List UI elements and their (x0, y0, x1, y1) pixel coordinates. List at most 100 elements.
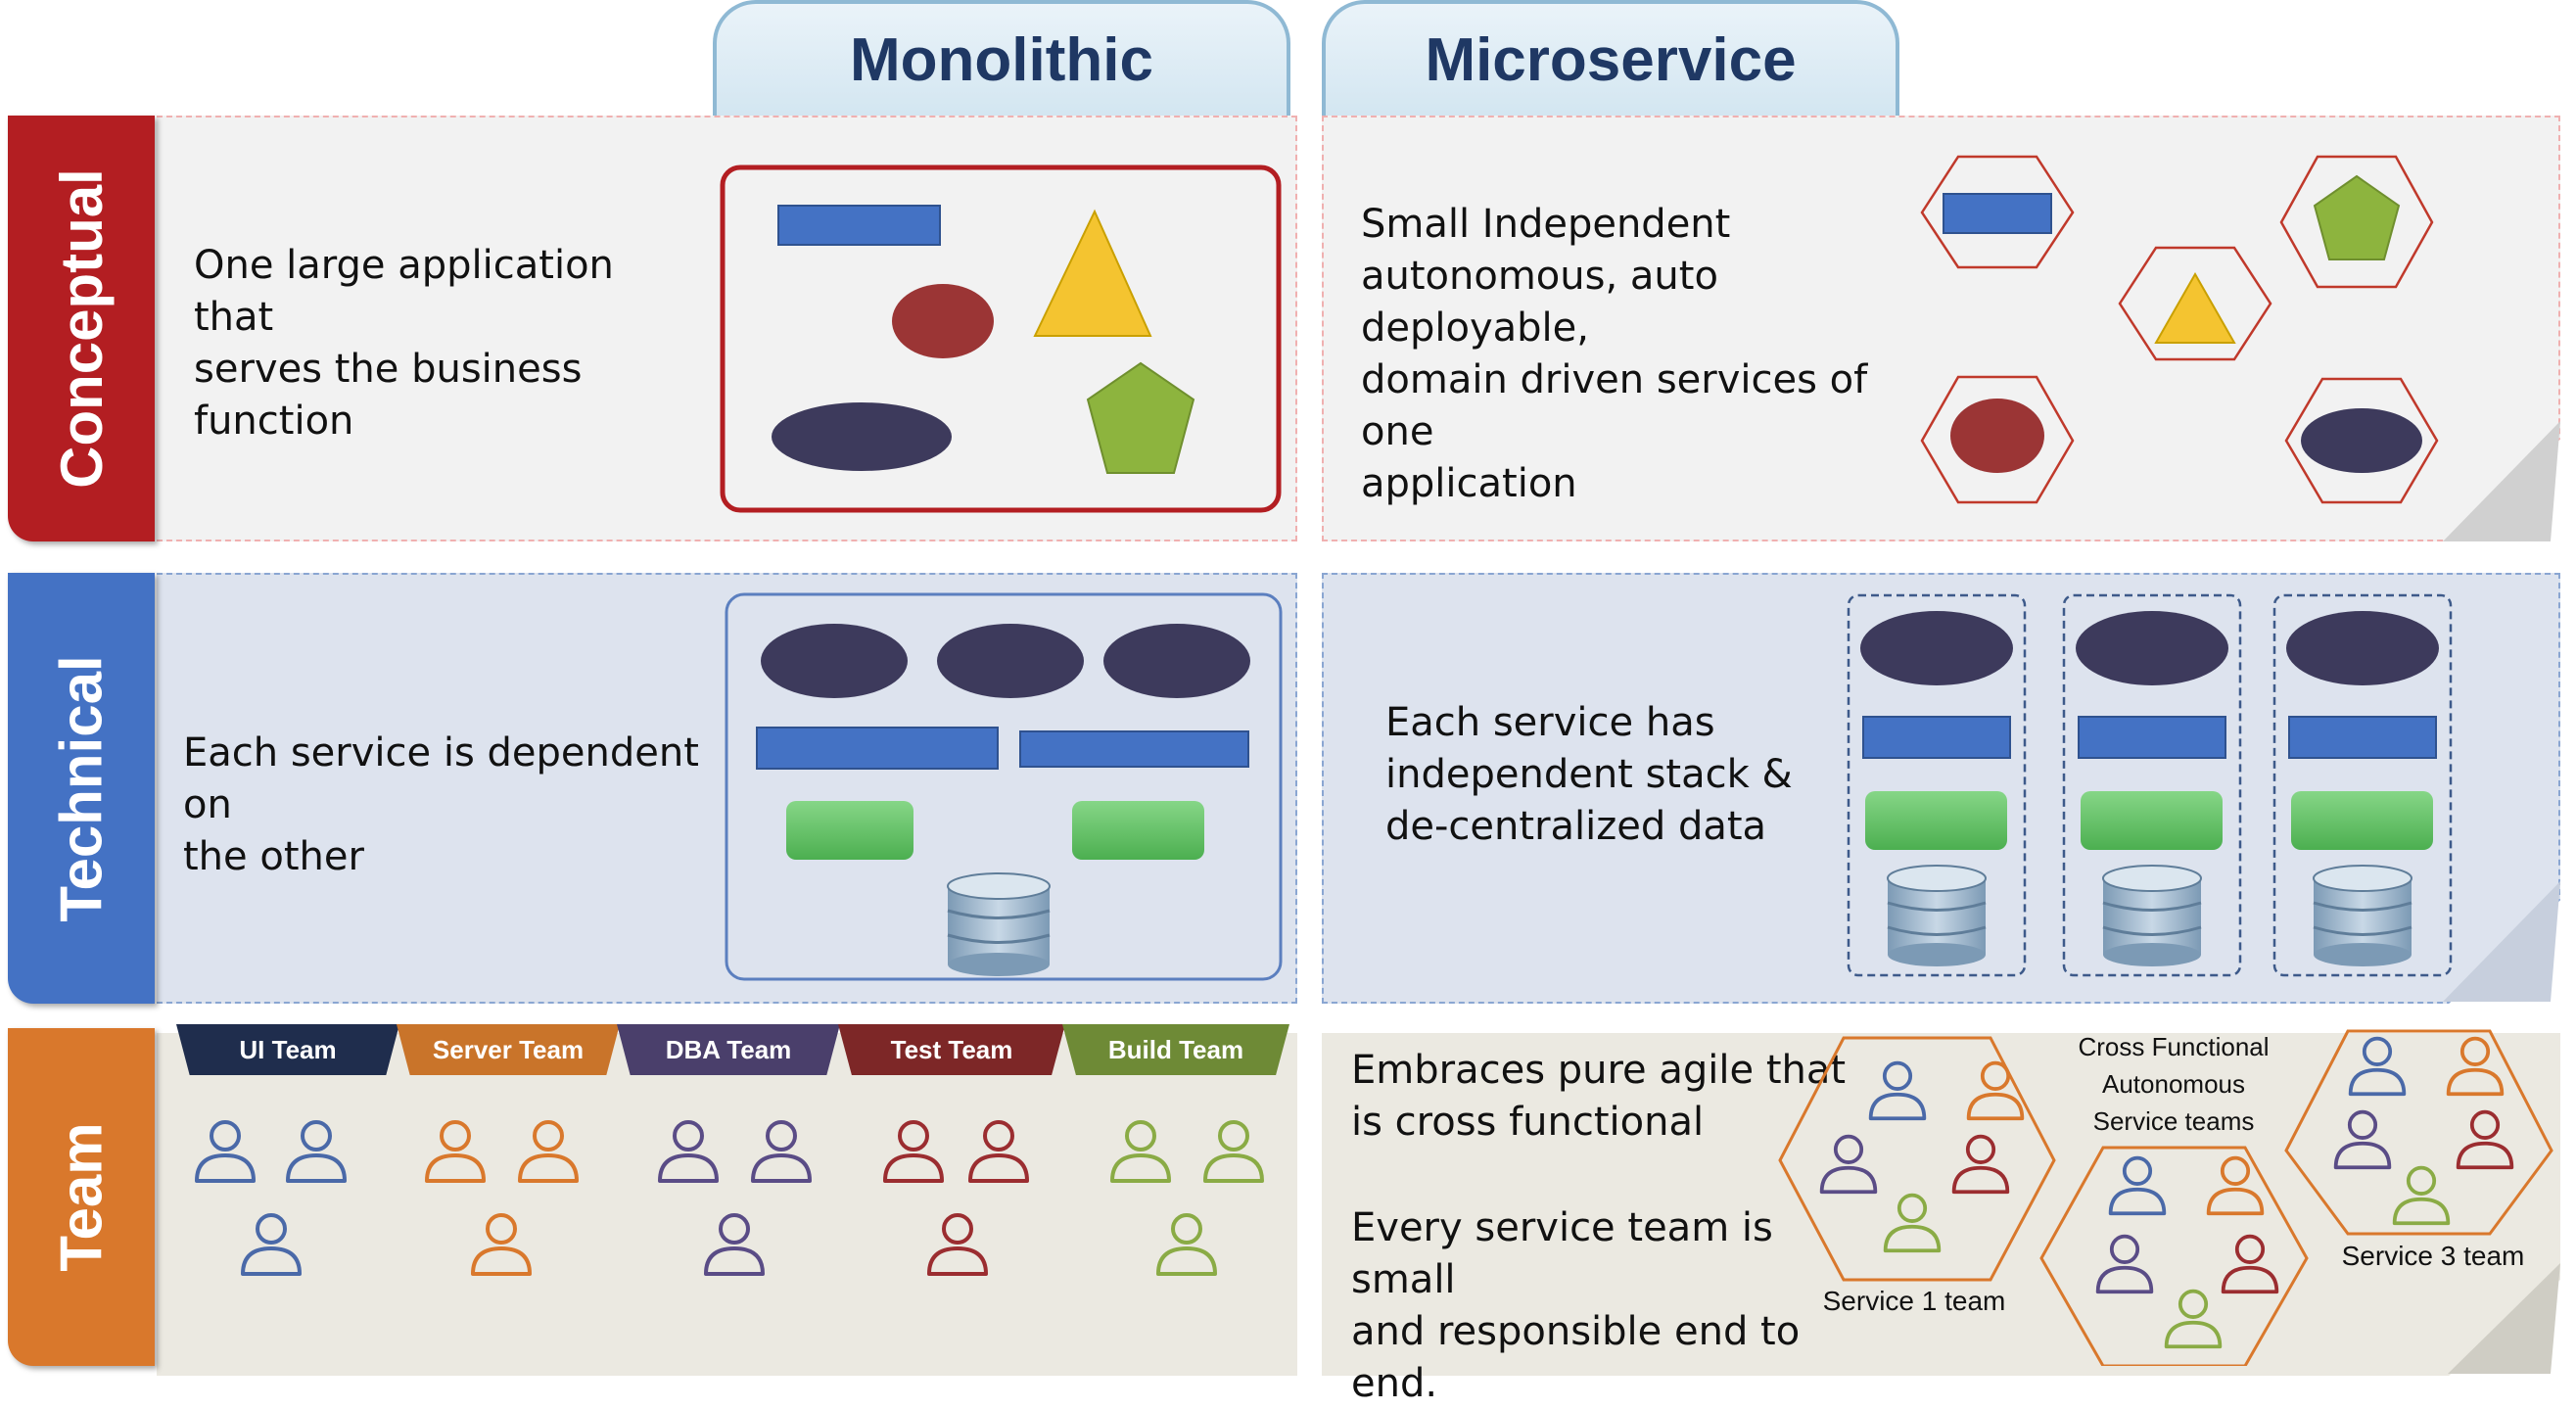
tab-test-team: Test Team (838, 1024, 1065, 1075)
rectangle-shape (1019, 730, 1249, 768)
database-icon (1887, 865, 1987, 966)
tab-dba-team-label: DBA Team (665, 1034, 792, 1064)
hexagon-shape (1778, 1036, 2056, 1282)
microservice-shapes (1920, 155, 2439, 504)
person-icon (2446, 1036, 2505, 1097)
row-label-team: Team (8, 1028, 155, 1366)
service-3-team-label: Service 3 team (2341, 1241, 2525, 1271)
database-icon (947, 872, 1051, 976)
rectangle-shape (777, 205, 941, 246)
cylinder-shape (786, 801, 913, 860)
row-label-technical: Technical (8, 573, 155, 1004)
ellipse-shape (892, 284, 994, 358)
team-microservice-text-1: Embraces pure agile that is cross functi… (1351, 1048, 1847, 1145)
row-label-technical-text: Technical (48, 654, 115, 922)
ellipse-shape (937, 624, 1084, 698)
team-microservice-text-2: Every service team is small and responsi… (1351, 1205, 1801, 1406)
service-team-hexagons (1778, 1029, 2553, 1366)
rectangle-shape (2288, 716, 2437, 759)
person-icon (879, 1116, 948, 1185)
person-icon (1966, 1060, 2025, 1121)
monolith-shapes (720, 164, 1282, 513)
person-icon (2348, 1036, 2407, 1097)
conceptual-microservice-text: Small Independent autonomous, auto deplo… (1361, 202, 1868, 506)
ellipse-shape (2076, 611, 2228, 685)
person-icon (2221, 1234, 2279, 1294)
cylinder-shape (2081, 791, 2223, 850)
row-label-conceptual: Conceptual (8, 116, 155, 541)
hexagon-shape (2039, 1146, 2309, 1366)
microservice-title: Microservice (1425, 25, 1797, 94)
pentagon-shape (1086, 361, 1195, 474)
page-curl-icon (2443, 421, 2560, 541)
hexagon-shape (2284, 1029, 2553, 1236)
service-stack (1847, 593, 2027, 977)
person-icon (2333, 1109, 2392, 1170)
person-icon (467, 1209, 536, 1278)
person-icon (2456, 1109, 2514, 1170)
monolithic-team-people (191, 1116, 1288, 1302)
microservice-header: Microservice (1322, 0, 1899, 116)
database-icon (2313, 865, 2412, 966)
person-icon (747, 1116, 816, 1185)
row-label-team-text: Team (48, 1122, 115, 1272)
technical-microservice-text: Each service has independent stack & de-… (1385, 700, 1793, 849)
service-1-team-label: Service 1 team (1822, 1286, 2006, 1316)
conceptual-monolithic-text: One large application that serves the bu… (194, 243, 614, 444)
page-curl-icon (2448, 1263, 2560, 1374)
tab-dba-team: DBA Team (617, 1024, 840, 1075)
person-icon (1152, 1209, 1221, 1278)
person-icon (282, 1116, 351, 1185)
ellipse-shape (1950, 399, 2044, 473)
ellipse-shape (2286, 611, 2439, 685)
row-label-conceptual-text: Conceptual (48, 168, 115, 489)
triangle-shape (1033, 209, 1152, 337)
team-monolithic-panel (157, 1033, 1297, 1376)
person-icon (2164, 1289, 2223, 1349)
service-stack (2272, 593, 2453, 977)
person-icon (1883, 1193, 1942, 1253)
rectangle-shape (1943, 193, 2052, 234)
ellipse-shape (1860, 611, 2013, 685)
service-stack (2062, 593, 2242, 977)
hexagon-shape (2279, 155, 2434, 289)
ellipse-shape (761, 624, 908, 698)
ellipse-shape (1103, 624, 1250, 698)
hexagon-shape (2118, 246, 2272, 361)
page-curl-icon (2443, 881, 2560, 1002)
rectangle-shape (2078, 716, 2226, 759)
person-icon (1819, 1134, 1878, 1195)
person-icon (1199, 1116, 1268, 1185)
monolith-boundary (725, 592, 1283, 981)
person-icon (2095, 1234, 2154, 1294)
person-icon (1868, 1060, 1927, 1121)
person-icon (700, 1209, 769, 1278)
cylinder-shape (1072, 801, 1204, 860)
triangle-shape (2154, 271, 2236, 344)
ellipse-shape (2301, 408, 2422, 473)
tab-server-team: Server Team (397, 1024, 620, 1075)
tab-ui-team-label: UI Team (239, 1034, 337, 1064)
person-icon (514, 1116, 583, 1185)
person-icon (2108, 1155, 2167, 1216)
microservice-stacks (1847, 593, 2453, 977)
database-icon (2102, 865, 2202, 966)
monolithic-title: Monolithic (850, 25, 1153, 94)
tab-ui-team: UI Team (176, 1024, 399, 1075)
person-icon (654, 1116, 723, 1185)
rectangle-shape (756, 727, 999, 770)
cross-functional-label: Cross Functional Autonomous Service team… (2078, 1032, 2270, 1136)
person-icon (421, 1116, 490, 1185)
person-icon (1106, 1116, 1175, 1185)
rectangle-shape (1862, 716, 2011, 759)
team-microservice-panel (1322, 1033, 2560, 1376)
cylinder-shape (1865, 791, 2007, 850)
person-icon (237, 1209, 305, 1278)
tab-build-team: Build Team (1062, 1024, 1289, 1075)
person-icon (923, 1209, 992, 1278)
person-icon (964, 1116, 1033, 1185)
hexagon-shape (1920, 375, 2075, 504)
person-icon (2392, 1165, 2451, 1226)
hexagon-shape (1920, 155, 2075, 269)
monolith-stack (725, 592, 1283, 981)
